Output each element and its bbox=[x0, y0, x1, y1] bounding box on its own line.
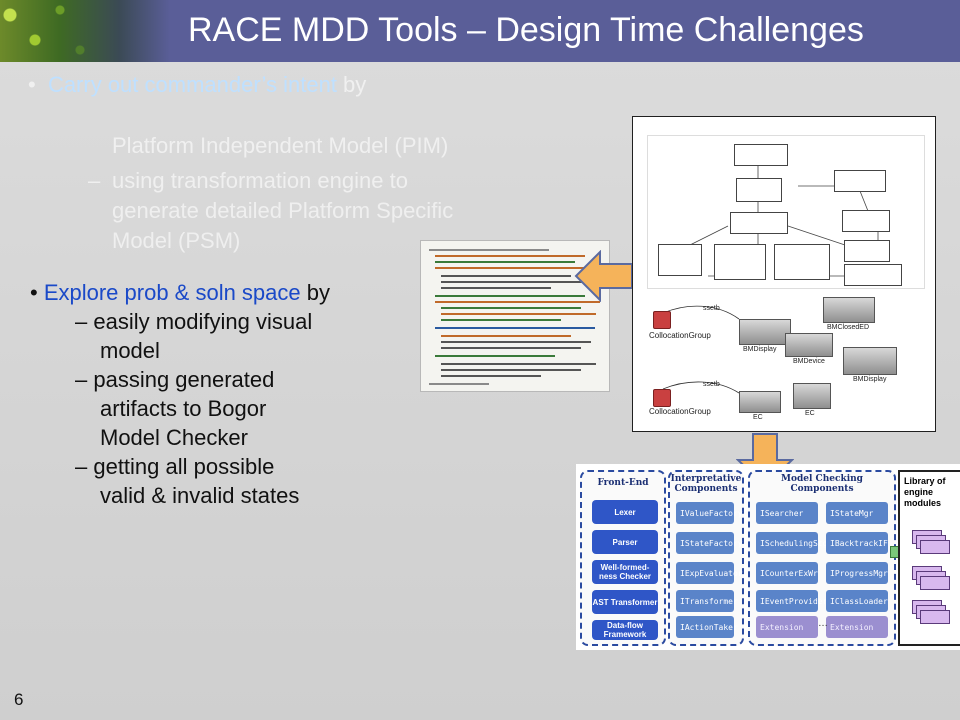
mc-item: ICounterExWr bbox=[756, 562, 818, 584]
mc-item: IClassLoader bbox=[826, 590, 888, 612]
engine-library-box: Library of engine modules bbox=[898, 470, 960, 646]
sub3-line1: – getting all possible bbox=[75, 454, 275, 479]
bm-closed-ed-box bbox=[823, 297, 875, 323]
sub2-line1: – passing generated bbox=[75, 367, 275, 392]
fe-dataflow: Data-flow Framework bbox=[592, 620, 658, 640]
ec-label: EC bbox=[753, 414, 763, 421]
mc-item: ISearcher bbox=[756, 502, 818, 524]
mc-item: IProgressMgr bbox=[826, 562, 888, 584]
sub1-line2: model bbox=[100, 338, 160, 363]
bogor-architecture-diagram: Front-End Lexer Parser Well-formed-ness … bbox=[576, 464, 960, 650]
ec2-box bbox=[793, 383, 831, 409]
uml-class-box bbox=[844, 264, 902, 286]
uml-class-box bbox=[730, 212, 788, 234]
uml-class-box bbox=[736, 178, 782, 202]
interp-item: IExpEvaluator bbox=[676, 562, 743, 584]
collocation-label-2: CollocationGroup bbox=[649, 407, 711, 416]
slide-number: 6 bbox=[14, 690, 24, 709]
mc-extension: Extension bbox=[756, 616, 818, 638]
bm-closed-ed-label: BMClosedED bbox=[827, 324, 870, 331]
fe-lexer: Lexer bbox=[592, 500, 658, 524]
sub3-line2: valid & invalid states bbox=[100, 483, 300, 508]
bm-display-label: BMDisplay bbox=[743, 346, 777, 353]
main-bullet-rest: by bbox=[300, 280, 331, 305]
component-connectors bbox=[662, 305, 740, 394]
title-bar: RACE MDD Tools – Design Time Challenges bbox=[0, 0, 960, 62]
uml-class-box bbox=[714, 244, 766, 280]
library-title: Library of engine modules bbox=[904, 476, 946, 508]
faded-sub2-line3: Model (PSM) bbox=[112, 228, 241, 253]
slide-title: RACE MDD Tools – Design Time Challenges bbox=[188, 11, 864, 49]
fe-checker: Well-formed-ness Checker bbox=[592, 560, 658, 584]
interpretative-panel: Interpretative Components IValueFactory … bbox=[668, 470, 744, 646]
faded-sub2-line2: generate detailed Platform Specific bbox=[112, 198, 454, 223]
module-icon bbox=[920, 540, 950, 554]
collocation-label: CollocationGroup bbox=[649, 331, 711, 340]
main-bullet-dot: • bbox=[30, 280, 44, 305]
fe-ast: AST Transformer bbox=[592, 590, 658, 614]
model-checking-panel: Model Checking Components ISearcher ISch… bbox=[748, 470, 896, 646]
mc-item: IStateMgr bbox=[826, 502, 888, 524]
mc-item: ISchedulingStg bbox=[756, 532, 827, 554]
uml-class-box bbox=[834, 170, 886, 192]
component-diagram: CollocationGroup ssetb BMDisplay BMClose… bbox=[647, 293, 923, 423]
faded-bullet-1-accent: Carry out commander’s intent bbox=[47, 72, 337, 97]
mc-item: IEventProvider bbox=[756, 590, 827, 612]
bm-device-box bbox=[785, 333, 833, 357]
fe-parser: Parser bbox=[592, 530, 658, 554]
sub2-line3: Model Checker bbox=[100, 425, 248, 450]
edge-label: ssetb bbox=[703, 305, 720, 312]
interp-item: IActionTaker bbox=[676, 616, 738, 638]
interp-item: ITransformer bbox=[676, 590, 738, 612]
bm-display2-box bbox=[843, 347, 897, 375]
collocation-group-icon bbox=[653, 311, 671, 329]
uml-class-diagram bbox=[647, 135, 925, 289]
main-bullet-block: • Explore prob & soln space by – easily … bbox=[30, 278, 420, 510]
interp-item: IStateFactory bbox=[676, 532, 743, 554]
uml-class-box bbox=[774, 244, 830, 280]
bm-device-label: BMDevice bbox=[793, 358, 825, 365]
main-bullet-lead: • Explore prob & soln space by bbox=[30, 278, 420, 307]
front-end-panel: Front-End Lexer Parser Well-formed-ness … bbox=[580, 470, 666, 646]
faded-bullet-1-rest: by bbox=[336, 72, 367, 97]
mc-title-1: Model Checking bbox=[781, 474, 863, 484]
edge-label-2: ssetb bbox=[703, 381, 720, 388]
front-end-title: Front-End bbox=[597, 478, 649, 488]
faded-line-pim: Platform Independent Model (PIM) bbox=[112, 133, 449, 158]
mc-title-2: Components bbox=[790, 484, 854, 494]
mc-item: IBacktrackIF bbox=[826, 532, 888, 554]
faded-sub2-line1: using transformation engine to bbox=[112, 168, 408, 193]
sub2-line2: artifacts to Bogor bbox=[100, 396, 267, 421]
uml-class-box bbox=[842, 210, 890, 232]
mc-ellipsis: … bbox=[818, 618, 828, 629]
uml-class-box bbox=[658, 244, 702, 276]
xml-code-image bbox=[420, 240, 610, 392]
module-icon bbox=[920, 610, 950, 624]
uml-class-box bbox=[734, 144, 788, 166]
mc-extension: Extension bbox=[826, 616, 888, 638]
faded-bullet-1: • Carry out commander’s intent by bbox=[28, 70, 366, 99]
ec-box bbox=[739, 391, 781, 413]
ec2-label: EC bbox=[805, 410, 815, 417]
faded-bullet-dot: • bbox=[28, 72, 48, 97]
left-arrow-icon bbox=[574, 250, 633, 302]
interp-title-2: Components bbox=[674, 484, 738, 494]
sub1-line1: – easily modifying visual bbox=[75, 309, 313, 334]
model-diagram-frame: CollocationGroup ssetb BMDisplay BMClose… bbox=[632, 116, 936, 432]
main-bullet-accent: Explore prob & soln space bbox=[43, 280, 301, 305]
faded-dash: – bbox=[88, 168, 101, 193]
collocation-group-icon bbox=[653, 389, 671, 407]
bm-display2-label: BMDisplay bbox=[853, 376, 887, 383]
interp-item: IValueFactory bbox=[676, 502, 743, 524]
uml-class-box bbox=[844, 240, 890, 262]
module-icon bbox=[920, 576, 950, 590]
bm-display-box bbox=[739, 319, 791, 345]
interp-title-1: Interpretative bbox=[670, 474, 742, 484]
title-decoration bbox=[0, 0, 170, 62]
